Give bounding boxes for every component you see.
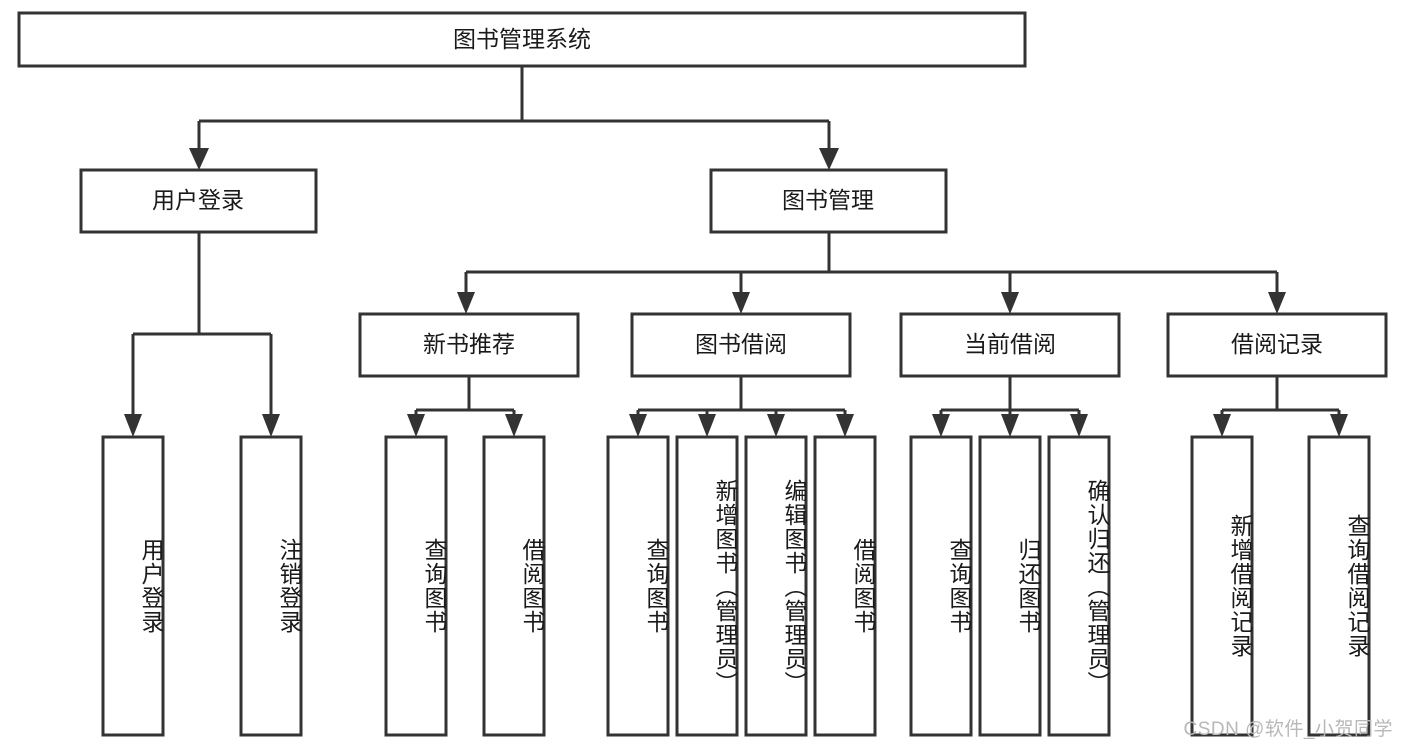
node-leaf-current-borrow-2[interactable]: [978, 435, 1042, 737]
node-leaf-current-borrow-1[interactable]: [909, 435, 973, 737]
arrowhead-leaf-borrow-record-1: [1213, 414, 1231, 437]
node-book-borrow-label: 图书借阅: [695, 331, 787, 357]
node-leaf-book-borrow-1[interactable]: [606, 435, 670, 737]
connector-group-book-mgmt: [457, 232, 1286, 314]
node-leaf-book-borrow-1-label: 查询图书: [643, 538, 669, 634]
node-current-borrow[interactable]: [899, 312, 1121, 378]
node-new-book-recommend-label: 新书推荐: [423, 331, 515, 357]
node-leaf-user-login-2-label: 注销登录: [276, 538, 302, 634]
node-leaf-user-login-1[interactable]: [101, 435, 165, 737]
arrowhead-leaf-borrow-record-2: [1330, 414, 1348, 437]
arrowhead-leaf-book-borrow-3: [767, 414, 785, 437]
node-leaf-book-borrow-2[interactable]: [675, 435, 739, 737]
watermark-text: CSDN @软件_小贺同学: [1183, 719, 1393, 740]
arrowhead-book-mgmt: [819, 148, 839, 170]
connector-group-user-login: [124, 232, 280, 437]
node-book-management-label: 图书管理: [782, 187, 874, 213]
arrowhead-new-book: [457, 292, 475, 314]
node-leaf-book-borrow-3-label: 编辑图书（管理员）: [781, 479, 807, 695]
connector-group-root: [189, 66, 839, 170]
arrowhead-leaf-new-book-2: [505, 414, 523, 437]
arrowhead-leaf-user-login-1: [124, 414, 142, 437]
node-current-borrow-label: 当前借阅: [964, 331, 1056, 357]
arrowhead-user-login: [189, 148, 209, 170]
arrowhead-leaf-current-borrow-3: [1070, 414, 1088, 437]
arrowhead-leaf-current-borrow-2: [1001, 414, 1019, 437]
arrowhead-leaf-book-borrow-4: [836, 414, 854, 437]
arrowhead-borrow-record: [1268, 292, 1286, 314]
node-user-login[interactable]: [79, 168, 318, 234]
arrowhead-leaf-current-borrow-1: [932, 414, 950, 437]
node-leaf-current-borrow-3-label: 确认归还（管理员）: [1084, 479, 1110, 695]
node-leaf-current-borrow-3[interactable]: [1047, 435, 1111, 737]
node-leaf-user-login-2[interactable]: [239, 435, 303, 737]
connector-group-new-book: [407, 376, 523, 437]
node-leaf-borrow-record-1[interactable]: [1190, 435, 1254, 737]
node-root-book-management-system[interactable]: [17, 11, 1027, 68]
connector-group-borrow-record: [1213, 376, 1348, 437]
node-leaf-user-login-1-label: 用户登录: [138, 538, 164, 634]
arrowhead-leaf-user-login-2: [262, 414, 280, 437]
connector-group-current-borrow: [932, 376, 1088, 437]
node-book-borrow[interactable]: [630, 312, 852, 378]
node-leaf-new-book-1-label: 查询图书: [421, 538, 447, 634]
arrowhead-book-borrow: [732, 292, 750, 314]
node-leaf-borrow-record-2-label: 查询借阅记录: [1344, 514, 1370, 658]
node-book-management[interactable]: [709, 168, 948, 234]
node-new-book-recommend[interactable]: [358, 312, 580, 378]
arrowhead-current-borrow: [1001, 292, 1019, 314]
node-leaf-current-borrow-2-label: 归还图书: [1015, 538, 1041, 634]
node-leaf-book-borrow-4[interactable]: [813, 435, 877, 737]
node-borrow-record-label: 借阅记录: [1231, 331, 1323, 357]
node-leaf-new-book-2[interactable]: [482, 435, 546, 737]
node-leaf-new-book-1[interactable]: [384, 435, 448, 737]
connector-group-book-borrow: [629, 376, 854, 437]
node-leaf-book-borrow-2-label: 新增图书（管理员）: [712, 479, 738, 695]
arrowhead-leaf-book-borrow-2: [698, 414, 716, 437]
node-borrow-record[interactable]: [1166, 312, 1388, 378]
node-leaf-current-borrow-1-label: 查询图书: [946, 538, 972, 634]
arrowhead-leaf-new-book-1: [407, 414, 425, 437]
node-leaf-new-book-2-label: 借阅图书: [519, 538, 545, 634]
node-leaf-borrow-record-2[interactable]: [1307, 435, 1371, 737]
node-leaf-book-borrow-3[interactable]: [744, 435, 808, 737]
node-root-label: 图书管理系统: [453, 26, 591, 52]
arrowhead-leaf-book-borrow-1: [629, 414, 647, 437]
node-leaf-borrow-record-1-label: 新增借阅记录: [1227, 514, 1253, 658]
node-leaf-book-borrow-4-label: 借阅图书: [850, 538, 876, 634]
node-user-login-label: 用户登录: [152, 187, 244, 213]
